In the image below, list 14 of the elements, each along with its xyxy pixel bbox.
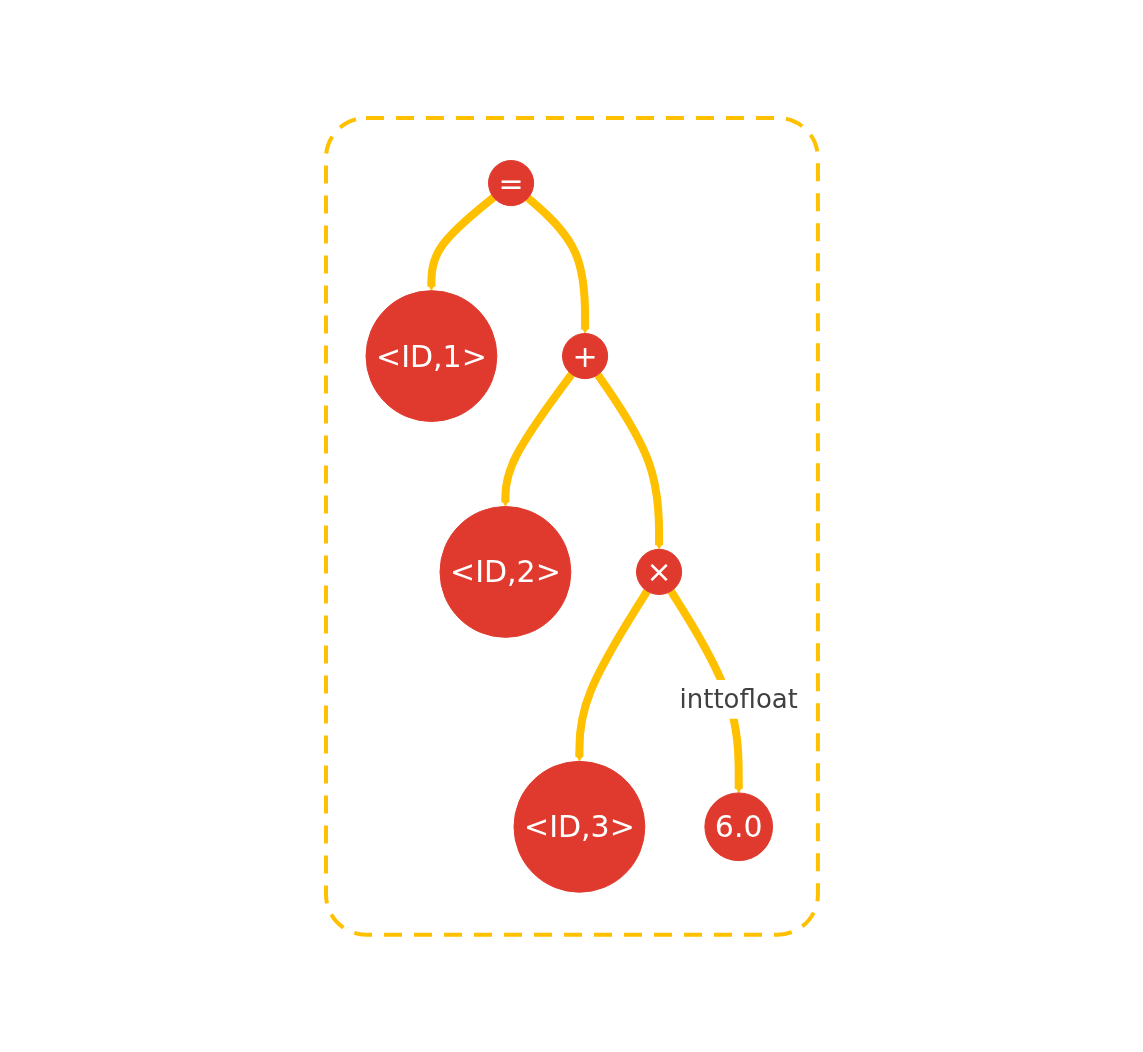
- node-circle: ×: [635, 548, 682, 595]
- cluster: [323, 115, 820, 937]
- node-circle: =: [487, 159, 534, 206]
- node-circle: <ID,2>: [439, 505, 571, 638]
- node-circle: +: [561, 332, 608, 379]
- arrow: [426, 193, 496, 291]
- node-circle: <ID,1>: [365, 289, 497, 422]
- arrow: [594, 372, 663, 550]
- arrow: [500, 371, 575, 507]
- node-circle: <ID,3>: [513, 760, 645, 893]
- node-circle: 6.0: [703, 792, 773, 861]
- arrow: [574, 588, 651, 762]
- arrow: [524, 194, 589, 334]
- edge-label: inttofloat: [679, 683, 798, 714]
